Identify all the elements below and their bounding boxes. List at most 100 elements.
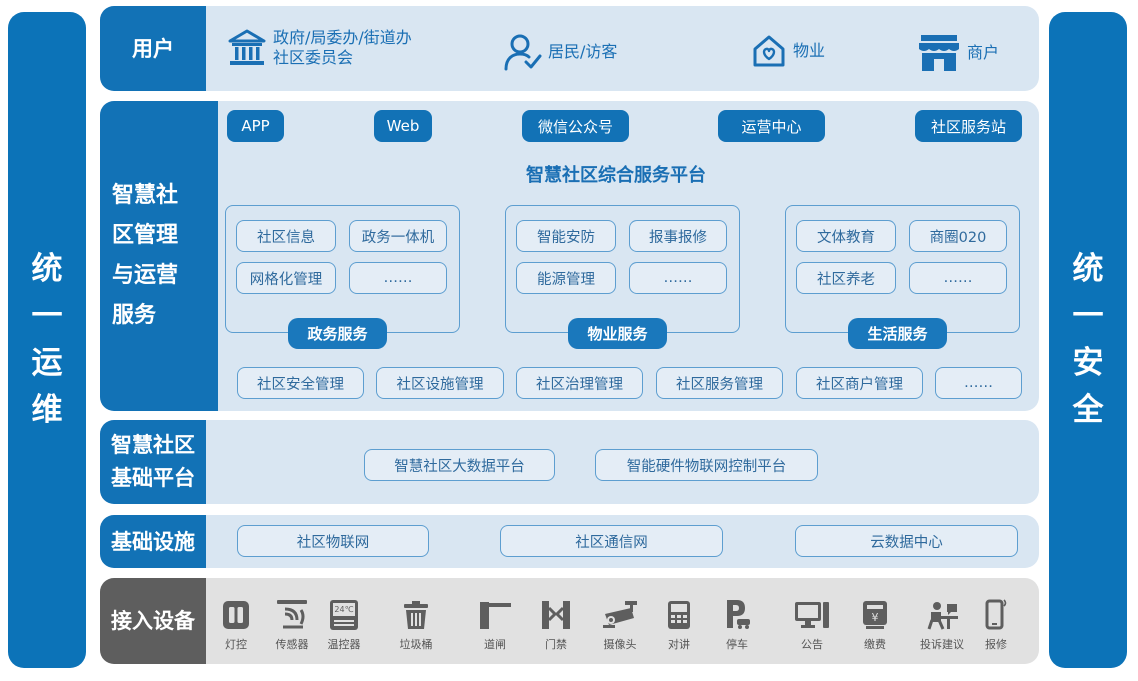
device-label: 垃圾桶 [399, 638, 433, 651]
users-row-label: 用户 [100, 6, 206, 91]
device-label: 缴费 [864, 638, 886, 651]
barrier-gate-icon [480, 602, 511, 629]
user-merchant: 商户 [917, 33, 999, 73]
svg-text:¥: ¥ [872, 611, 879, 624]
users-row: 用户 政府/局委办/街道办 社区委员会 居民/访客 物业 [100, 6, 1039, 91]
payment-icon: ¥ [863, 601, 887, 629]
camera-icon [603, 601, 637, 628]
channel-app: APP [227, 110, 284, 142]
management-module: 社区服务管理 [656, 367, 783, 399]
management-module: 社区设施管理 [376, 367, 504, 399]
module-cell: 文体教育 [796, 220, 896, 252]
trash-can-icon [404, 601, 428, 629]
infrastructure-item: 社区物联网 [237, 525, 429, 557]
device-label: 传感器 [275, 638, 309, 651]
device-label: 摄像头 [603, 638, 637, 651]
channel-wechat: 微信公众号 [522, 110, 629, 142]
base-platform-row: 智慧社区 基础平台 智慧社区大数据平台 智能硬件物联网控制平台 [100, 420, 1039, 504]
user-label-line: 政府/局委办/街道办 [273, 28, 412, 47]
storefront-icon [919, 35, 959, 71]
device-intercom: 对讲 [645, 594, 713, 652]
user-resident-visitor: 居民/访客 [502, 32, 617, 72]
infrastructure-item: 社区通信网 [500, 525, 723, 557]
label-line: 智慧社 [112, 183, 179, 208]
device-repair: 报修 [962, 594, 1030, 652]
module-cell: 社区养老 [796, 262, 896, 294]
device-label: 温控器 [327, 638, 361, 651]
complaint-desk-icon [927, 602, 958, 630]
label-line: 智慧社区 [111, 433, 195, 457]
user-label-line: 商户 [967, 43, 1000, 62]
device-light-control: 灯控 [202, 594, 270, 652]
user-label-line: 居民/访客 [548, 42, 618, 61]
group-title: 物业服务 [568, 318, 667, 349]
platform-item: 智慧社区大数据平台 [364, 449, 555, 481]
device-label: 灯控 [225, 638, 247, 651]
infrastructure-item: 云数据中心 [795, 525, 1018, 557]
label-line: 基础平台 [111, 466, 195, 490]
device-label: 道闸 [484, 638, 506, 651]
device-label: 停车 [726, 638, 748, 651]
sensor-icon [277, 600, 307, 629]
platform-item: 智能硬件物联网控制平台 [595, 449, 818, 481]
group-title: 生活服务 [848, 318, 947, 349]
device-label: 投诉建议 [920, 638, 964, 651]
module-cell: 报事报修 [629, 220, 727, 252]
device-access-gate: 门禁 [522, 594, 590, 652]
user-label-line: 社区委员会 [273, 48, 354, 67]
devices-row: 接入设备 灯控 传感器 24℃ 温控器 [100, 578, 1039, 664]
device-label: 门禁 [545, 638, 567, 651]
device-announcement: 公告 [778, 594, 846, 652]
pillar-char: 统 [1072, 251, 1104, 287]
devices-row-label: 接入设备 [100, 578, 206, 664]
module-cell: 智能安防 [516, 220, 616, 252]
management-module: 社区商户管理 [796, 367, 923, 399]
device-trash-can: 垃圾桶 [382, 594, 450, 652]
device-parking: 停车 [703, 594, 771, 652]
management-row: 智慧社 区管理 与运营 服务 APP Web 微信公众号 运营中心 社区服务站 … [100, 101, 1039, 411]
left-pillar-unified-operations: 统 一 运 维 [8, 12, 86, 668]
light-switch-icon [223, 601, 249, 629]
user-property-management: 物业 [751, 33, 825, 69]
management-module: 社区治理管理 [516, 367, 643, 399]
label-line: 与运营 [112, 263, 179, 288]
module-cell: 社区信息 [236, 220, 336, 252]
device-payment: ¥ 缴费 [841, 594, 909, 652]
thermostat-icon: 24℃ [330, 600, 358, 630]
intercom-icon [668, 601, 690, 629]
device-label: 报修 [985, 638, 1007, 651]
base-platform-row-label: 智慧社区 基础平台 [100, 420, 206, 504]
management-module: 社区安全管理 [237, 367, 364, 399]
module-cell: 商圈020 [909, 220, 1007, 252]
management-row-label: 智慧社 区管理 与运营 服务 [100, 101, 218, 411]
group-title: 政务服务 [288, 318, 387, 349]
right-pillar-unified-security: 统 一 安 全 [1049, 12, 1127, 668]
infrastructure-row-label: 基础设施 [100, 515, 206, 568]
module-cell: 政务一体机 [349, 220, 447, 252]
device-complaint: 投诉建议 [908, 594, 976, 652]
module-cell: …… [629, 262, 727, 294]
channel-operations-center: 运营中心 [718, 110, 825, 142]
module-cell: …… [349, 262, 447, 294]
monitor-icon [795, 602, 829, 628]
device-barrier-gate: 道闸 [461, 594, 529, 652]
channel-service-station: 社区服务站 [915, 110, 1022, 142]
pillar-char: 一 [31, 298, 63, 334]
pillar-char: 一 [1072, 298, 1104, 334]
device-camera: 摄像头 [586, 594, 654, 652]
pillar-char: 全 [1072, 392, 1104, 428]
label-line: 区管理 [112, 223, 179, 248]
management-module: …… [935, 367, 1022, 399]
label-line: 服务 [112, 303, 157, 328]
person-icon [504, 34, 542, 71]
module-cell: …… [909, 262, 1007, 294]
access-gate-icon [542, 601, 570, 629]
infrastructure-row: 基础设施 社区物联网 社区通信网 云数据中心 [100, 515, 1039, 568]
pillar-char: 运 [31, 345, 63, 381]
channel-web: Web [374, 110, 432, 142]
user-government: 政府/局委办/街道办 社区委员会 [227, 28, 412, 68]
user-label-line: 物业 [793, 41, 826, 60]
device-label: 对讲 [668, 638, 690, 651]
platform-title: 智慧社区综合服务平台 [526, 165, 706, 186]
phone-icon [985, 599, 1007, 630]
